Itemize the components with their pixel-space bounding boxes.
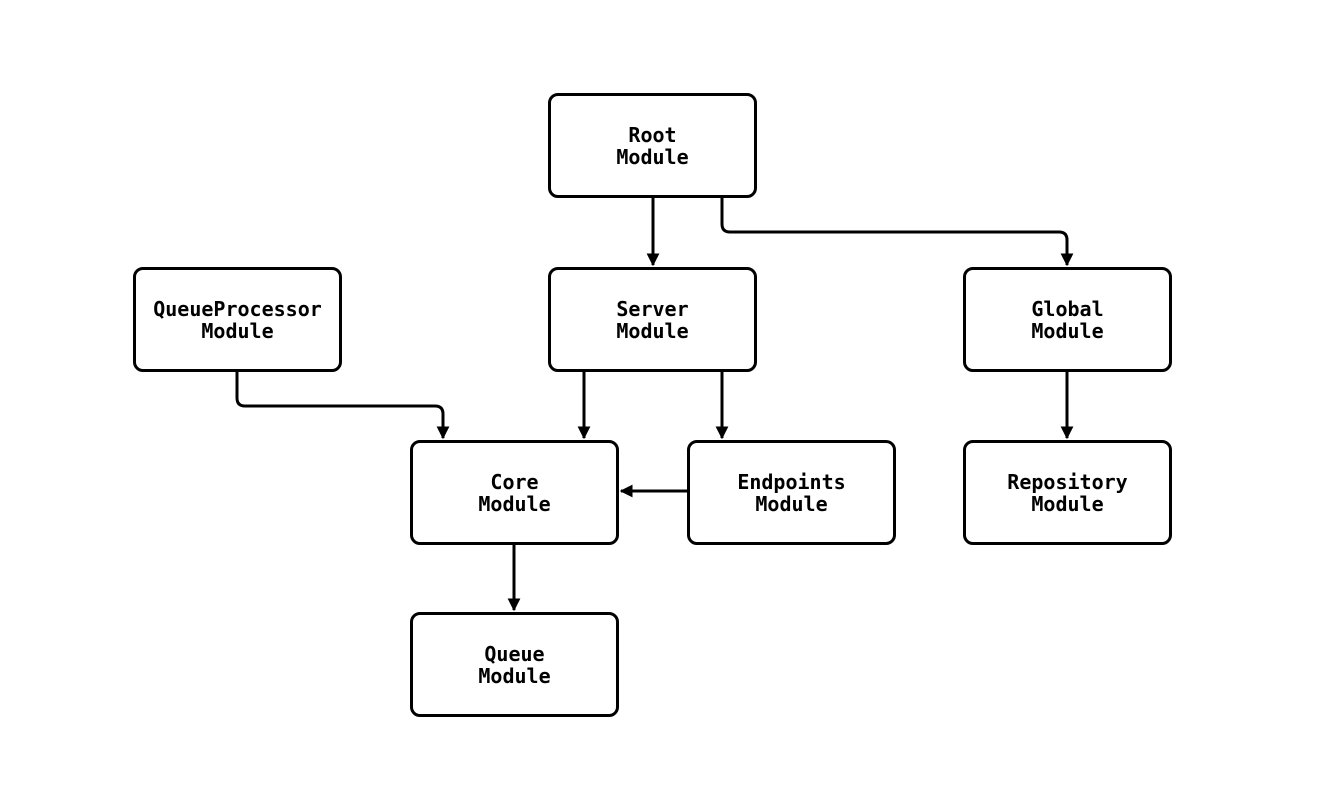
node-global-module-label: Global Module xyxy=(1031,296,1104,343)
edge-queueprocessor-to-core xyxy=(235,372,450,440)
node-repository-module: Repository Module xyxy=(963,440,1172,545)
edge-root-to-global xyxy=(720,198,1074,267)
node-root-module: Root Module xyxy=(548,93,757,198)
node-core-module: Core Module xyxy=(410,440,619,545)
node-server-module: Server Module xyxy=(548,267,757,372)
node-core-module-label: Core Module xyxy=(478,469,551,516)
node-queue-module-label: Queue Module xyxy=(478,641,551,688)
node-endpoints-module: Endpoints Module xyxy=(687,440,896,545)
node-endpoints-module-label: Endpoints Module xyxy=(737,469,846,516)
node-queueprocessor-module: QueueProcessor Module xyxy=(133,267,342,372)
node-queueprocessor-module-label: QueueProcessor Module xyxy=(153,296,322,343)
node-root-module-label: Root Module xyxy=(616,122,689,169)
node-queue-module: Queue Module xyxy=(410,612,619,717)
node-repository-module-label: Repository Module xyxy=(1007,469,1128,516)
node-global-module: Global Module xyxy=(963,267,1172,372)
edge-group xyxy=(235,198,1074,612)
node-server-module-label: Server Module xyxy=(616,296,689,343)
